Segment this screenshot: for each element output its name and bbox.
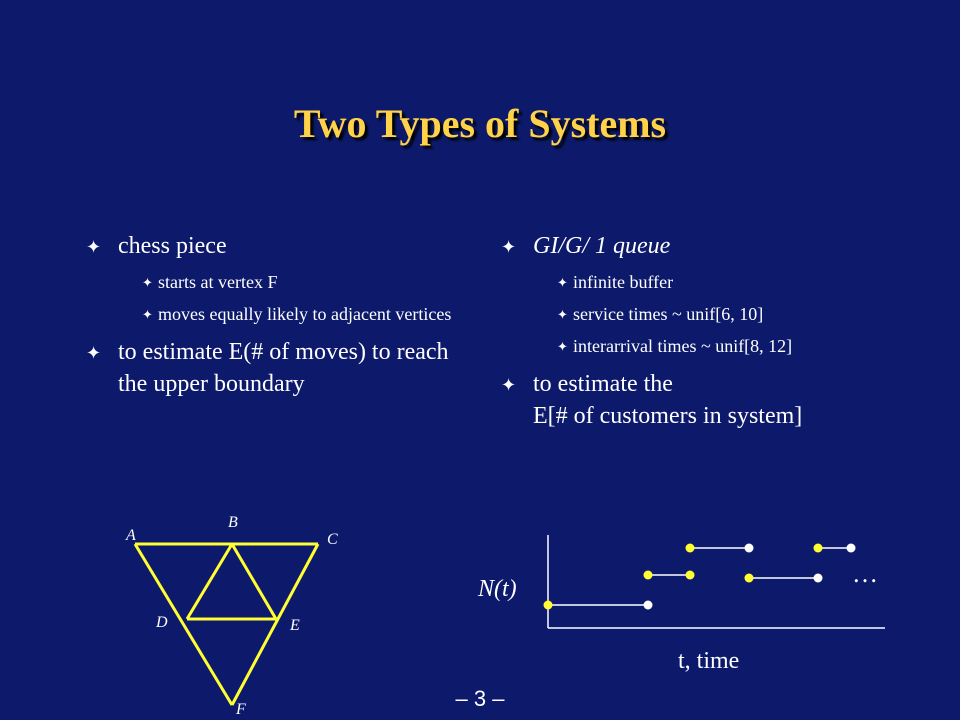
step-dot-filled: [543, 600, 553, 610]
bullet-text-line1: to estimate the: [533, 371, 673, 397]
edge-right: [230, 543, 320, 706]
plot-ylabel: N(t): [477, 576, 517, 602]
sub-bullet: ✦ interarrival times ~ unif[8, 12]: [533, 334, 915, 358]
sub-bullet: ✦ moves equally likely to adjacent verti…: [118, 302, 460, 326]
plot-ellipsis: …: [852, 559, 878, 588]
step-dot-filled: [744, 573, 754, 583]
step-dot-filled: [643, 570, 653, 580]
four-point-star-icon: ✦: [86, 237, 102, 257]
bullet-chess-piece: ✦ chess piece ✦ starts at vertex F ✦ mov…: [80, 230, 460, 326]
bullet-text: chess piece: [118, 233, 227, 259]
sub-bullet-text: moves equally likely to adjacent vertice…: [158, 304, 452, 324]
plot-xlabel: t, time: [678, 648, 739, 674]
vertex-label-d: D: [155, 614, 168, 631]
step-dot-filled: [685, 543, 695, 553]
bullet-queue: ✦ GI/G/ 1 queue ✦ infinite buffer ✦ serv…: [495, 230, 915, 358]
sub-bullet-text: infinite buffer: [573, 272, 674, 292]
bullet-estimate-customers: ✦ to estimate the E[# of customers in sy…: [495, 368, 915, 432]
step-dot-open: [643, 600, 653, 610]
bullet-estimate-moves: ✦ to estimate E(# of moves) to reach the…: [80, 336, 460, 400]
edge-left: [133, 543, 234, 706]
vertex-label-a: A: [125, 527, 136, 544]
edge-inner-right: [230, 543, 278, 620]
step-dot-open: [744, 543, 754, 553]
four-point-star-icon: ✦: [501, 375, 517, 395]
step-dot-filled: [685, 570, 695, 580]
sub-bullet-text: service times ~ unif[6, 10]: [573, 304, 764, 324]
four-point-star-icon: ✦: [557, 275, 568, 290]
four-point-star-icon: ✦: [86, 343, 102, 363]
bullet-text: GI/G/ 1 queue: [533, 233, 671, 259]
slide-number: – 3 –: [455, 686, 505, 711]
left-column: ✦ chess piece ✦ starts at vertex F ✦ mov…: [80, 230, 460, 408]
bullet-text: to estimate E(# of moves) to reach the u…: [118, 339, 449, 397]
vertex-label-c: C: [327, 531, 338, 548]
sub-bullet: ✦ infinite buffer: [533, 270, 915, 294]
four-point-star-icon: ✦: [557, 307, 568, 322]
vertex-label-b: B: [228, 514, 238, 531]
sub-bullet-text: interarrival times ~ unif[8, 12]: [573, 336, 793, 356]
sub-bullet: ✦ starts at vertex F: [118, 270, 460, 294]
step-dot-filled: [813, 543, 823, 553]
step-dot-open: [813, 573, 823, 583]
triangle-diagram: [133, 542, 320, 706]
sub-bullet-text: starts at vertex F: [158, 272, 278, 292]
four-point-star-icon: ✦: [557, 339, 568, 354]
vertex-label-e: E: [289, 617, 300, 634]
four-point-star-icon: ✦: [142, 275, 153, 290]
bullet-text-line2: E[# of customers in system]: [533, 403, 803, 429]
slide-title: Two Types of Systems: [293, 101, 667, 146]
edge-inner-left: [185, 543, 234, 620]
step-plot: … N(t) t, time: [477, 535, 885, 674]
right-column: ✦ GI/G/ 1 queue ✦ infinite buffer ✦ serv…: [495, 230, 915, 440]
step-dot-open: [846, 543, 856, 553]
sub-bullet: ✦ service times ~ unif[6, 10]: [533, 302, 915, 326]
four-point-star-icon: ✦: [142, 307, 153, 322]
vertex-label-f: F: [235, 701, 246, 718]
four-point-star-icon: ✦: [501, 237, 517, 257]
